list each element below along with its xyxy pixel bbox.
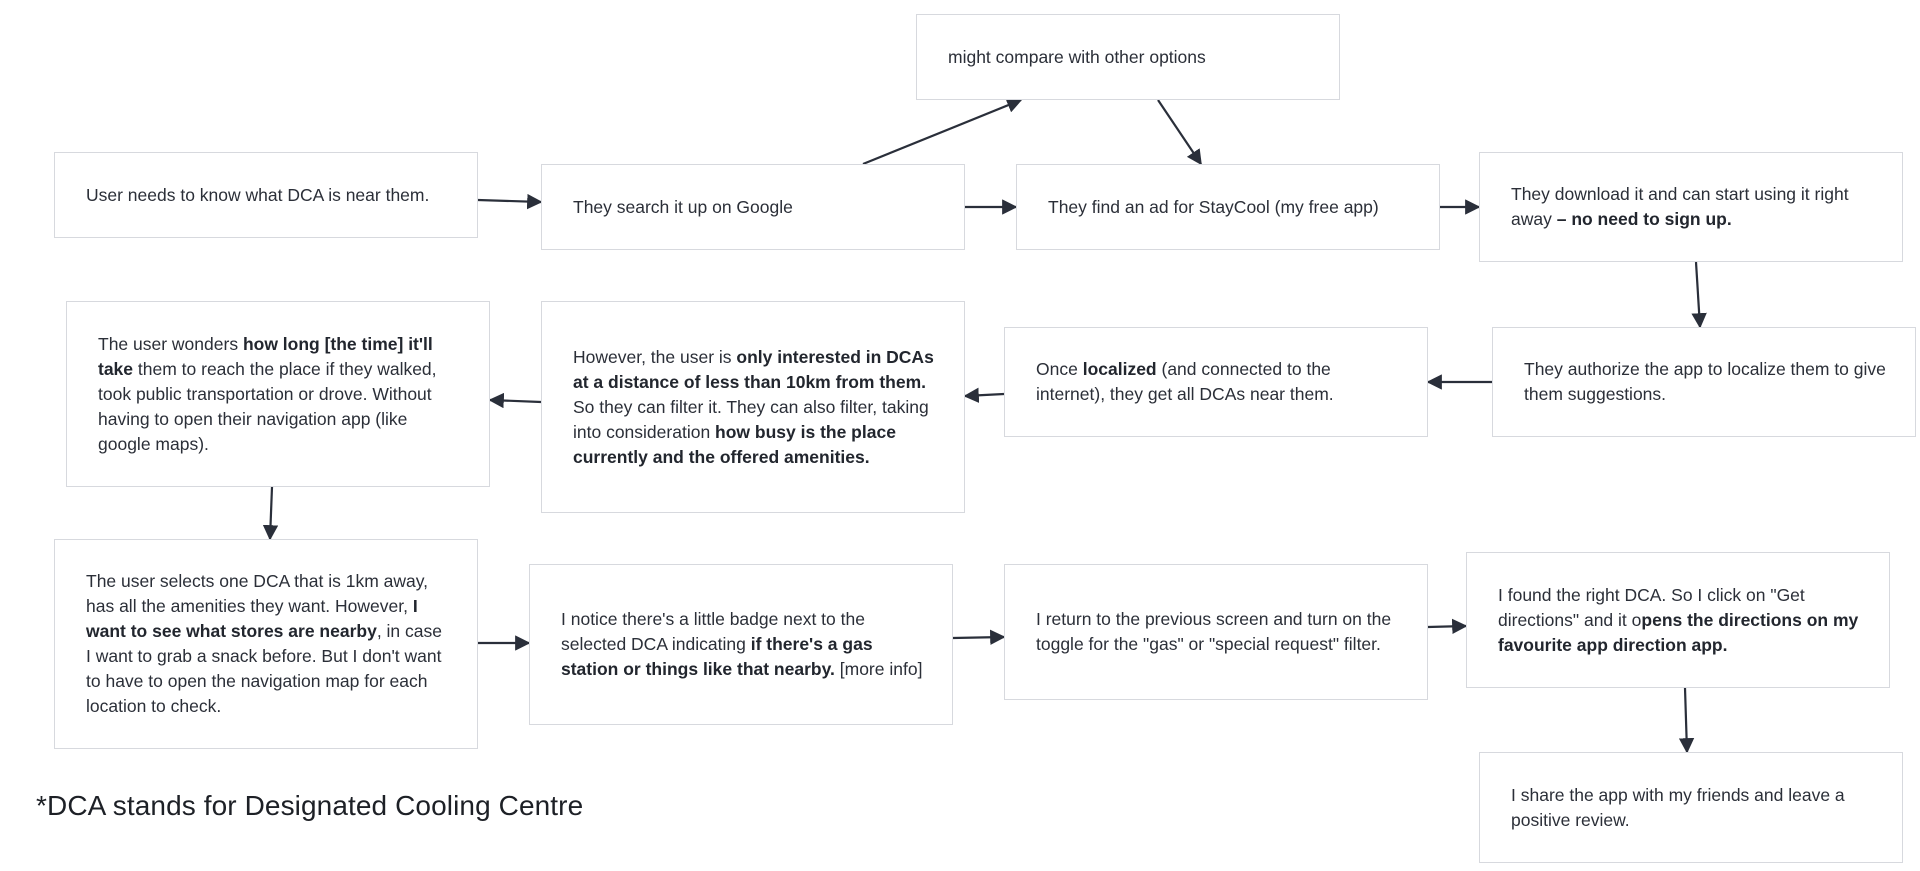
- step-filter-dcas: However, the user is only interested in …: [541, 301, 965, 513]
- step-find-ad: They find an ad for StayCool (my free ap…: [1016, 164, 1440, 250]
- arrow-n2-to-n3: [862, 98, 1023, 166]
- emphasis-text: – no need to sign up.: [1556, 209, 1732, 229]
- step-localized-results: Once localized (and connected to the int…: [1004, 327, 1428, 437]
- step-select-dca: The user selects one DCA that is 1km awa…: [54, 539, 478, 749]
- step-text: The user wonders how long [the time] it'…: [98, 332, 461, 457]
- step-text: Once localized (and connected to the int…: [1036, 357, 1399, 407]
- footnote: *DCA stands for Designated Cooling Centr…: [36, 790, 584, 821]
- step-authorize-location: They authorize the app to localize them …: [1492, 327, 1916, 437]
- step-text: They find an ad for StayCool (my free ap…: [1048, 195, 1379, 220]
- step-text: They download it and can start using it …: [1511, 182, 1874, 232]
- emphasis-text: how busy is the place currently and the …: [573, 421, 896, 467]
- step-travel-time: The user wonders how long [the time] it'…: [66, 301, 490, 487]
- body-text: However, the user is: [573, 346, 737, 367]
- emphasis-text: I want to see what stores are nearby: [86, 596, 418, 641]
- step-text: I notice there's a little badge next to …: [561, 607, 924, 682]
- step-compare-options: might compare with other options: [916, 14, 1340, 100]
- arrow-n8-to-n9: [488, 392, 542, 409]
- step-text: I share the app with my friends and leav…: [1511, 783, 1874, 833]
- step-share-review: I share the app with my friends and leav…: [1479, 752, 1903, 863]
- body-text: Once: [1036, 359, 1083, 379]
- body-text: them to reach the place if they walked, …: [98, 358, 437, 454]
- emphasis-text: only interested in DCAs at a distance of…: [573, 346, 934, 392]
- arrow-n13-to-n14: [1678, 687, 1695, 754]
- step-text: However, the user is only interested in …: [573, 345, 936, 470]
- body-text: User needs to know what DCA is near them…: [86, 184, 430, 205]
- body-text: (and connected to the internet), they ge…: [1036, 359, 1334, 404]
- step-search-google: They search it up on Google: [541, 164, 965, 250]
- body-text: They authorize the app to localize them …: [1524, 359, 1886, 404]
- body-text: They search it up on Google: [573, 196, 793, 217]
- body-text: They download it and can start using it …: [1511, 184, 1849, 229]
- emphasis-text: localized: [1082, 359, 1157, 379]
- step-toggle-filter: I return to the previous screen and turn…: [1004, 564, 1428, 700]
- body-text: The user wonders: [98, 333, 243, 354]
- arrow-n12-to-n13: [1427, 618, 1468, 635]
- emphasis-text: pens the directions on my favourite app …: [1498, 609, 1859, 655]
- step-text: I return to the previous screen and turn…: [1036, 607, 1399, 657]
- step-notice-badge: I notice there's a little badge next to …: [529, 564, 953, 725]
- step-text: They search it up on Google: [573, 195, 793, 220]
- step-text: They authorize the app to localize them …: [1524, 357, 1887, 407]
- arrow-n9-to-n10: [262, 486, 279, 541]
- arrow-n7-to-n8: [963, 387, 1005, 403]
- step-download-app: They download it and can start using it …: [1479, 152, 1903, 262]
- body-text: I share the app with my friends and leav…: [1511, 784, 1845, 830]
- body-text: [more info]: [834, 659, 923, 679]
- step-text: might compare with other options: [948, 45, 1206, 70]
- step-get-directions: I found the right DCA. So I click on "Ge…: [1466, 552, 1890, 688]
- body-text: might compare with other options: [948, 46, 1206, 67]
- body-text: I notice there's a little badge next to …: [561, 609, 865, 654]
- body-text: I return to the previous screen and turn…: [1036, 609, 1392, 654]
- step-text: I found the right DCA. So I click on "Ge…: [1498, 583, 1861, 658]
- arrow-n5-to-n6: [1691, 261, 1707, 329]
- step-need-dca: User needs to know what DCA is near them…: [54, 152, 478, 238]
- body-text: I found the right DCA. So I click on "Ge…: [1498, 584, 1805, 630]
- arrow-n3-to-n4: [1157, 99, 1202, 166]
- emphasis-text: if there's a gas station or things like …: [561, 634, 873, 679]
- body-text: They find an ad for StayCool (my free ap…: [1048, 196, 1379, 217]
- step-text: The user selects one DCA that is 1km awa…: [86, 569, 449, 719]
- body-text: So they can filter it. They can also fil…: [573, 396, 929, 442]
- step-text: User needs to know what DCA is near them…: [86, 183, 429, 208]
- arrow-n1-to-n2: [477, 193, 543, 210]
- body-text: , in case I want to grab a snack before.…: [86, 621, 442, 716]
- body-text: The user selects one DCA that is 1km awa…: [86, 571, 429, 616]
- arrow-n11-to-n12: [952, 629, 1006, 645]
- emphasis-text: how long [the time] it'll take: [98, 333, 433, 379]
